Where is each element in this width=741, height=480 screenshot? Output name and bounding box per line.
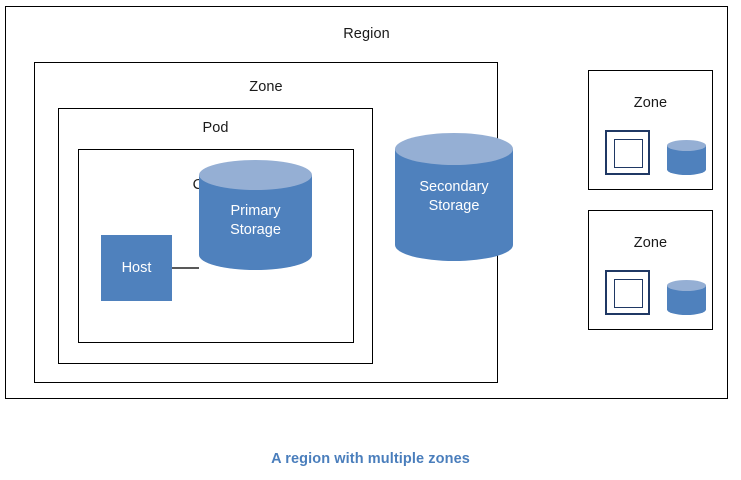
zone-small-2-container: Zone	[588, 210, 713, 330]
diagram-caption: A region with multiple zones	[271, 451, 470, 467]
zone-main-container: Zone Pod Cluster Host	[34, 62, 513, 383]
secondary-storage-label-line2: Storage	[428, 198, 480, 214]
cluster-icon-inner-square	[614, 279, 643, 308]
zone-small-1-label: Zone	[633, 95, 668, 111]
pod-container: Pod Cluster Host Primary	[58, 108, 373, 364]
region-container: Region Zone Pod Cluster Host	[5, 6, 728, 399]
cluster-icon	[605, 270, 650, 315]
host-label: Host	[121, 259, 152, 276]
pod-label: Pod	[202, 120, 229, 136]
secondary-storage-cylinder-icon: Secondary Storage	[395, 133, 513, 261]
host-to-primary-storage-connector	[172, 267, 199, 269]
cluster-icon	[605, 130, 650, 175]
zone-small-1-container: Zone	[588, 70, 713, 190]
host-node: Host	[101, 235, 172, 301]
cluster-container: Cluster Host Primary Storage	[78, 149, 354, 343]
primary-storage-label-line2: Storage	[230, 222, 281, 238]
zone-main-label: Zone	[249, 79, 283, 95]
storage-cylinder-icon	[667, 140, 706, 175]
zone-small-2-label: Zone	[633, 235, 668, 251]
cluster-icon-inner-square	[614, 139, 643, 168]
region-label: Region	[343, 26, 390, 42]
cylinder-top-ellipse	[395, 133, 513, 165]
cylinder-top-ellipse	[667, 280, 706, 291]
cylinder-top-ellipse	[199, 160, 312, 190]
secondary-storage-label-line1: Secondary	[419, 179, 489, 195]
primary-storage-cylinder-icon: Primary Storage	[199, 160, 312, 270]
cylinder-body	[395, 149, 513, 245]
cylinder-top-ellipse	[667, 140, 706, 151]
primary-storage-label-line1: Primary	[230, 203, 281, 219]
storage-cylinder-icon	[667, 280, 706, 315]
